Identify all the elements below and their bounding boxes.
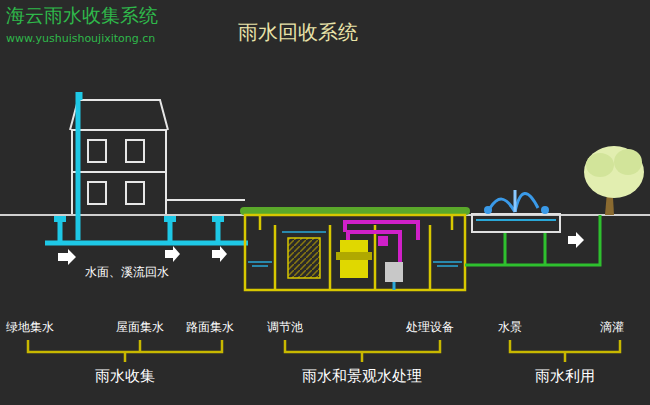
diagram-title: 雨水回收系统 (238, 20, 358, 44)
drain-inlet (54, 216, 224, 222)
treatment-tank (245, 215, 465, 290)
watermark-url: www.yushuishoujixitong.cn (6, 32, 155, 45)
pump-unit (336, 222, 418, 290)
flow-arrow (58, 232, 584, 265)
flow-label: 水面、溪流回水 (85, 265, 169, 279)
ground-line (0, 214, 245, 216)
collection-pipe (45, 92, 248, 243)
group-bracket (28, 340, 620, 362)
reuse-pipe (465, 215, 600, 265)
tree (584, 146, 644, 215)
watermark: 海云雨水收集系统 (6, 4, 158, 27)
group-label: 雨水和景观水处理 (302, 367, 422, 385)
part-label: 水景 (498, 320, 522, 334)
fountain-pool (472, 190, 560, 232)
filter-media (288, 238, 320, 278)
building (70, 100, 245, 215)
part-label: 屋面集水 (116, 320, 164, 334)
part-label: 滴灌 (600, 320, 624, 334)
group-label: 雨水利用 (535, 367, 595, 385)
part-label: 路面集水 (186, 320, 234, 334)
group-label: 雨水收集 (95, 367, 155, 385)
part-label: 处理设备 (406, 320, 454, 334)
part-label: 绿地集水 (6, 320, 54, 334)
part-label: 调节池 (267, 320, 303, 334)
